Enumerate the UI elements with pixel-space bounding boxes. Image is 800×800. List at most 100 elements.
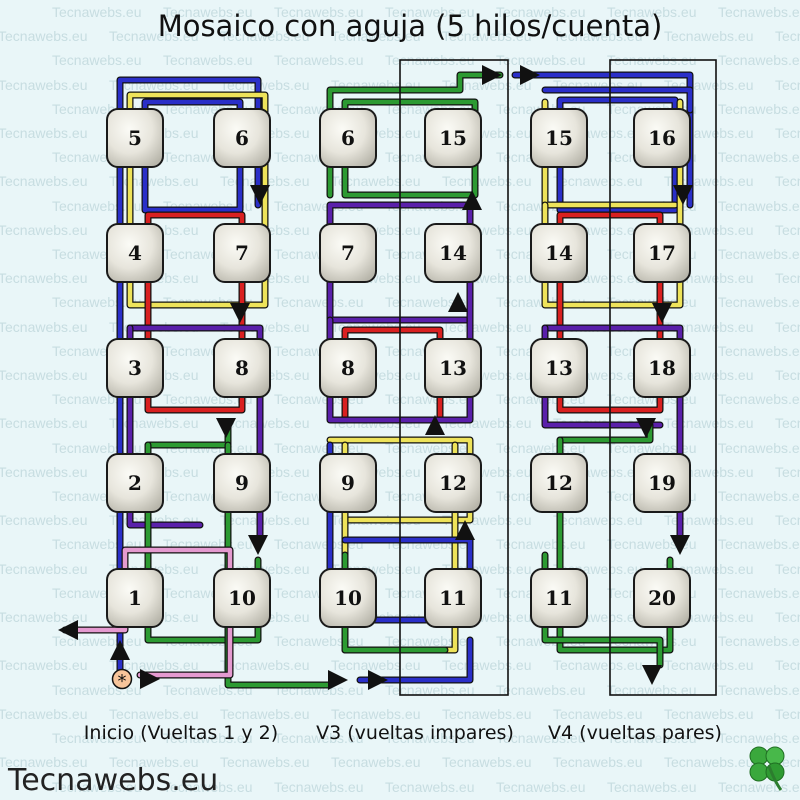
- bead: 3: [106, 338, 164, 398]
- bead-label: 13: [545, 356, 573, 380]
- thread-blue-top-panel3: [511, 71, 694, 209]
- thread-blue-loop-panel3: [556, 96, 679, 214]
- thread-green-c-panel1: [224, 441, 334, 689]
- bead-label: 13: [439, 356, 467, 380]
- bead: 12: [530, 453, 588, 513]
- thread-paths: [61, 71, 694, 689]
- bead-label: 4: [128, 241, 142, 265]
- bead-label: 15: [545, 126, 573, 150]
- start-marker: *: [111, 668, 133, 692]
- bead: 9: [319, 453, 377, 513]
- bead-label: 20: [648, 586, 676, 610]
- bead-label: 6: [235, 126, 249, 150]
- arrow-right-icon: [140, 669, 160, 689]
- bead-label: 8: [341, 356, 355, 380]
- frame-panel3-right-column: [609, 59, 717, 696]
- bead-label: 14: [439, 241, 467, 265]
- arrow-down-icon: [670, 535, 690, 555]
- bead: 11: [530, 568, 588, 628]
- highlight-frames: [399, 59, 717, 696]
- arrow-right-icon: [520, 65, 540, 85]
- bead-label: 17: [648, 241, 676, 265]
- caption-panel-1: Inicio (Vueltas 1 y 2): [84, 722, 278, 744]
- bead: 11: [424, 568, 482, 628]
- caption-panel-3: V4 (vueltas pares): [548, 722, 722, 744]
- brand-text: Tecnawebs.eu: [7, 763, 218, 798]
- arrow-down-icon: [216, 418, 236, 438]
- bead: 14: [530, 223, 588, 283]
- bead: 8: [213, 338, 271, 398]
- arrow-down-icon: [652, 303, 672, 323]
- bead: 20: [633, 568, 691, 628]
- bead: 15: [424, 108, 482, 168]
- bead-label: 2: [128, 471, 142, 495]
- bead: 19: [633, 453, 691, 513]
- arrow-up-icon: [110, 640, 130, 660]
- bead-label: 18: [648, 356, 676, 380]
- bead: 10: [319, 568, 377, 628]
- bead: 5: [106, 108, 164, 168]
- bead: 17: [633, 223, 691, 283]
- arrow-down-icon: [636, 418, 656, 438]
- bead-label: 16: [648, 126, 676, 150]
- direction-arrows: [58, 65, 693, 690]
- arrow-up-icon: [425, 415, 445, 435]
- start-marker-symbol: *: [118, 671, 127, 692]
- bead-label: 3: [128, 356, 142, 380]
- thread-green-panel1: [144, 421, 232, 449]
- bead-label: 5: [128, 126, 142, 150]
- arrow-down-icon: [248, 535, 268, 555]
- page-title: Mosaico con aguja (5 hilos/cuenta): [158, 9, 663, 43]
- arrow-up-icon: [462, 190, 482, 210]
- bead-label: 14: [545, 241, 573, 265]
- bead: 7: [213, 223, 271, 283]
- bead-label: 10: [334, 586, 362, 610]
- bead: 10: [213, 568, 271, 628]
- thread-blue-b-panel2: [356, 636, 474, 684]
- bead: 8: [319, 338, 377, 398]
- bead: 12: [424, 453, 482, 513]
- thread-blue-loop-panel1: [141, 98, 244, 214]
- bead: 6: [213, 108, 271, 168]
- bead-label: 7: [235, 241, 249, 265]
- bead-label: 10: [228, 586, 256, 610]
- bead-label: 8: [235, 356, 249, 380]
- bead-label: 7: [341, 241, 355, 265]
- thread-pink-panel1: [61, 546, 234, 679]
- bead-label: 11: [545, 586, 573, 610]
- bead: 16: [633, 108, 691, 168]
- bead: 15: [530, 108, 588, 168]
- arrow-down-icon: [642, 665, 662, 685]
- bead: 18: [633, 338, 691, 398]
- bead: 6: [319, 108, 377, 168]
- bead: 1: [106, 568, 164, 628]
- arrow-down-icon: [673, 185, 693, 205]
- bead-label: 12: [545, 471, 573, 495]
- thread-blue-b-panel3: [541, 86, 694, 114]
- arrow-up-icon: [448, 292, 468, 312]
- bead: 9: [213, 453, 271, 513]
- bead-label: 19: [648, 471, 676, 495]
- bead-label: 9: [341, 471, 355, 495]
- bead: 7: [319, 223, 377, 283]
- caption-panel-2: V3 (vueltas impares): [316, 722, 514, 744]
- arrow-right-icon: [482, 65, 502, 85]
- bead-grid: 5 6 4 7 3 8 2 9 1 10 6 15 7 14 8 13 9 12 10 11 15 16 14 17 13 18 1…: [106, 108, 691, 628]
- bead-label: 9: [235, 471, 249, 495]
- bead: 4: [106, 223, 164, 283]
- bead: 13: [424, 338, 482, 398]
- bead-label: 1: [128, 586, 142, 610]
- bead-label: 15: [439, 126, 467, 150]
- arrow-left-icon: [58, 620, 78, 640]
- bead: 2: [106, 453, 164, 513]
- bead-label: 12: [439, 471, 467, 495]
- clover-logo: [749, 746, 785, 791]
- arrow-right-icon: [328, 670, 348, 690]
